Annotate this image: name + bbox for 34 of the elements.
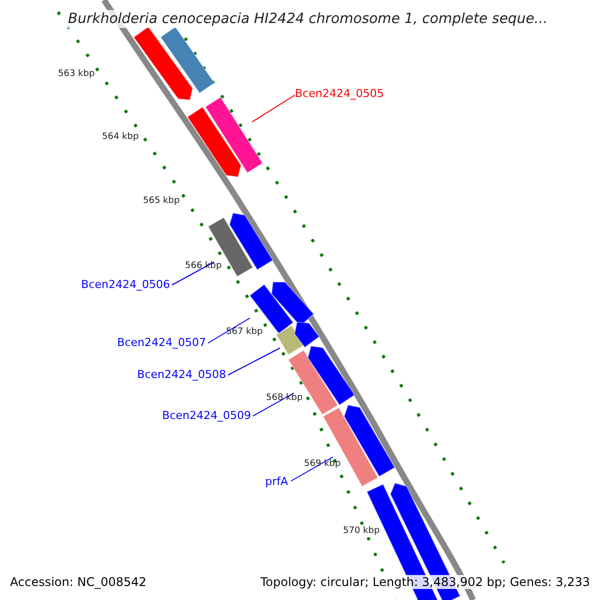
scale-label: 564 kbp (102, 133, 139, 142)
gene-block (288, 350, 338, 416)
scale-label: 566 kbp (185, 262, 222, 271)
gene-label: Bcen2424_0505 (295, 88, 384, 99)
gene-feature (186, 106, 242, 178)
gene-label: Bcen2424_0506 (81, 279, 170, 290)
leader-line (228, 348, 280, 376)
gene-feature (228, 212, 274, 270)
info-text: Accession: NC_008542 (8, 575, 148, 589)
scale-label: 565 kbp (143, 197, 180, 206)
gene-block (208, 216, 254, 278)
gene-label: prfA (265, 476, 288, 487)
gene-feature (133, 26, 194, 101)
scale-label: 563 kbp (58, 70, 95, 79)
scale-label: 568 kbp (266, 394, 303, 403)
gene-block (276, 324, 304, 356)
gene-block (204, 96, 264, 174)
leader-line (208, 318, 250, 344)
leader-line (252, 392, 294, 416)
gene-block (160, 26, 216, 94)
scale-label: 570 kbp (343, 527, 380, 536)
gene-feature (307, 345, 356, 406)
leader-line (290, 456, 334, 482)
gene-block (322, 406, 379, 488)
leader-line (252, 94, 296, 122)
scale-label: 569 kbp (304, 460, 341, 469)
gene-label: Bcen2424_0507 (117, 337, 206, 348)
gene-label: Bcen2424_0508 (137, 369, 226, 380)
gene-feature (294, 321, 320, 348)
scale-label: 567 kbp (226, 328, 263, 337)
gene-feature (344, 404, 396, 478)
leader-line (172, 262, 214, 286)
info-text: Topology: circular; Length: 3,483,902 bp; Genes: 3,233 (258, 575, 592, 589)
gene-label: Bcen2424_0509 (162, 410, 251, 421)
